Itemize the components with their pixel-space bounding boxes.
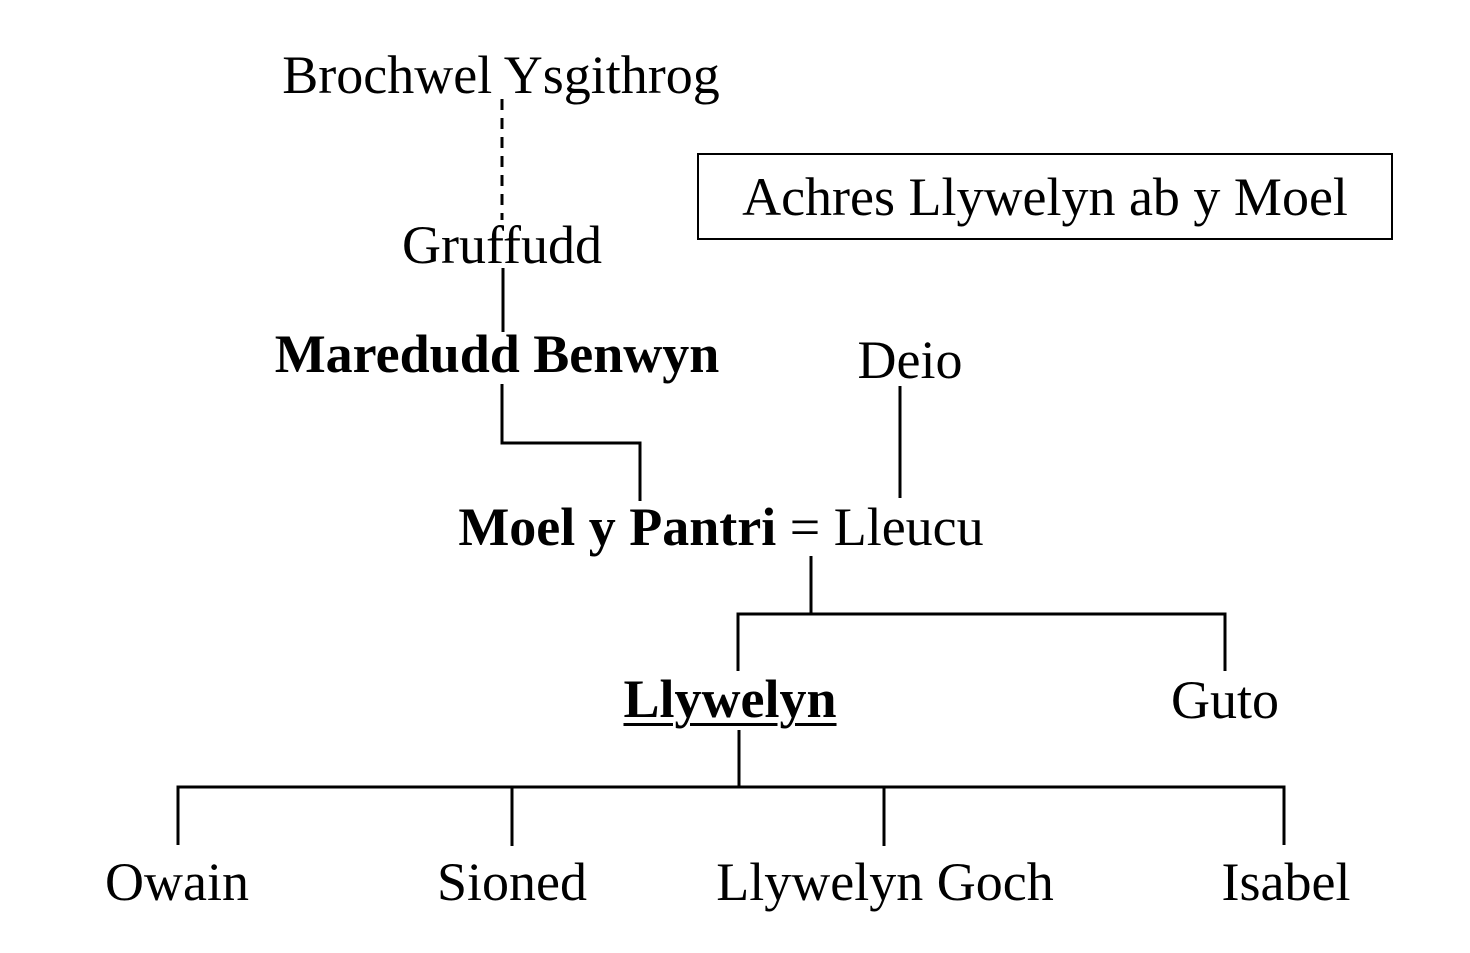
person-brochwel-ysgithrog: Brochwel Ysgithrog bbox=[282, 45, 720, 105]
title-box: Achres Llywelyn ab y Moel bbox=[697, 153, 1393, 240]
marriage-equals-sign: = bbox=[789, 497, 821, 557]
person-gruffudd: Gruffudd bbox=[402, 215, 602, 275]
line-children-of-marriage bbox=[736, 612, 1227, 671]
person-sioned: Sioned bbox=[436, 852, 588, 912]
person-llywelyn: Llywelyn bbox=[623, 669, 837, 729]
person-lleucu: Lleucu bbox=[833, 497, 984, 557]
line-maredudd-to-moel bbox=[500, 384, 642, 501]
person-deio: Deio bbox=[857, 330, 963, 390]
person-guto: Guto bbox=[1171, 670, 1279, 730]
person-owain: Owain bbox=[105, 852, 249, 912]
person-moel-y-pantri: Moel y Pantri bbox=[458, 497, 777, 557]
line-children-of-llywelyn bbox=[176, 785, 1286, 845]
person-maredudd-benwyn: Maredudd Benwyn bbox=[274, 324, 720, 384]
person-isabel: Isabel bbox=[1221, 852, 1351, 912]
marriage-row: Moel y Pantri = Lleucu bbox=[458, 500, 983, 554]
person-llywelyn-goch: Llywelyn Goch bbox=[716, 852, 1054, 912]
diagram-title: Achres Llywelyn ab y Moel bbox=[742, 166, 1348, 227]
